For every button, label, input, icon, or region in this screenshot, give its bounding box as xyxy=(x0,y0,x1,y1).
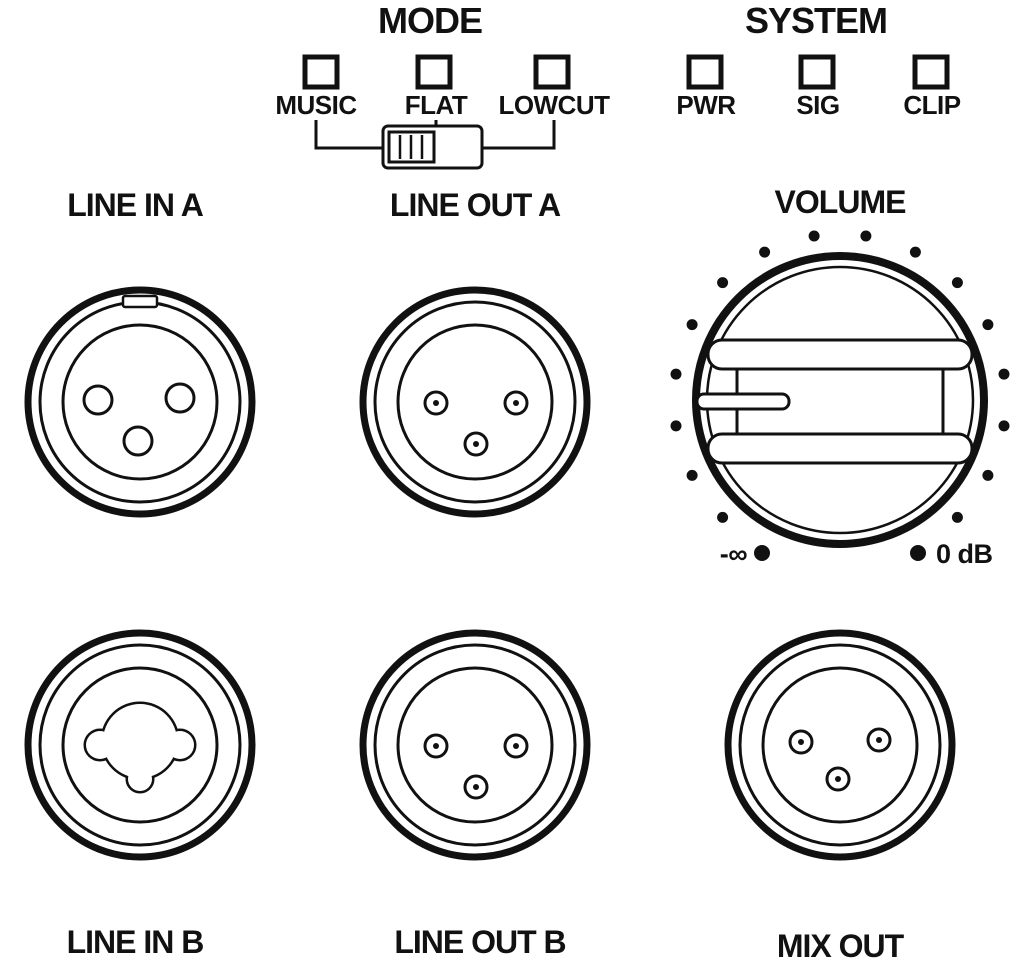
xlr-socket-hole-bottom xyxy=(122,425,154,457)
mix-out-connector xyxy=(724,629,956,861)
xlr-pin-left xyxy=(788,729,814,755)
xlr-mid-ring xyxy=(373,300,577,504)
mode-bracket-left-line xyxy=(314,120,383,150)
xlr-outer-ring xyxy=(724,629,956,861)
combo-opening xyxy=(83,701,197,794)
xlr-outer-ring xyxy=(359,286,591,518)
knob-pointer xyxy=(695,392,791,411)
line-in-b-title: LINE IN B xyxy=(67,924,204,960)
system-led-pwr-label: PWR xyxy=(676,90,736,120)
xlr-pin-right-tip xyxy=(513,743,519,749)
line-in-a-title: LINE IN A xyxy=(67,187,203,223)
mode-slider-switch[interactable] xyxy=(381,124,484,170)
mode-led-music-indicator xyxy=(302,54,340,90)
xlr-pin-bottom xyxy=(825,766,851,792)
xlr-pin-left xyxy=(423,733,449,759)
xlr-pin-right xyxy=(503,733,529,759)
mode-led-flat-label: FLAT xyxy=(405,90,468,120)
mode-led-flat-indicator xyxy=(415,54,453,90)
volume-knob[interactable] xyxy=(692,252,988,548)
mode-bracket-right-line xyxy=(482,120,556,150)
knob-grip-bar-bottom xyxy=(706,432,974,465)
volume-scale-dots xyxy=(670,230,1010,561)
xlr-keyway-notch xyxy=(121,294,159,309)
xlr-mid-ring xyxy=(738,643,942,847)
xlr-socket-hole-right xyxy=(164,382,196,414)
xlr-inner-ring xyxy=(61,666,219,824)
xlr-inner-ring xyxy=(761,666,919,824)
line-in-b-connector xyxy=(24,629,256,861)
mode-led-music-label: MUSIC xyxy=(275,90,357,120)
xlr-pin-right xyxy=(503,390,529,416)
xlr-pin-left xyxy=(423,390,449,416)
mix-out-title: MIX OUT xyxy=(777,928,905,964)
line-in-a-connector xyxy=(24,286,256,518)
xlr-pin-left-tip xyxy=(433,400,439,406)
system-led-sig-label: SIG xyxy=(796,90,839,120)
xlr-outer-ring xyxy=(24,286,256,518)
xlr-pin-right-tip xyxy=(876,737,882,743)
xlr-mid-ring xyxy=(373,643,577,847)
xlr-mid-ring xyxy=(38,300,242,504)
xlr-inner-ring xyxy=(396,323,554,481)
mode-led-lowcut-label: LOWCUT xyxy=(498,90,610,120)
xlr-outer-ring xyxy=(24,629,256,861)
system-led-sig-indicator xyxy=(798,54,836,90)
volume-max-dot xyxy=(910,545,926,561)
xlr-pin-bottom xyxy=(463,774,489,800)
xlr-inner-ring xyxy=(396,666,554,824)
xlr-pin-left-tip xyxy=(433,743,439,749)
system-section-title: SYSTEM xyxy=(745,0,887,41)
knob-grip-bar-top xyxy=(706,338,974,371)
xlr-pin-right-tip xyxy=(513,400,519,406)
xlr-pin-bottom-tip xyxy=(473,784,479,790)
xlr-inner-ring xyxy=(61,323,219,481)
xlr-pin-bottom xyxy=(463,431,489,457)
xlr-pin-right xyxy=(866,727,892,753)
system-led-clip-label: CLIP xyxy=(903,90,960,120)
mode-slider-handle-grip-lines xyxy=(398,135,424,159)
volume-max-label: 0 dB xyxy=(936,539,993,569)
line-out-a-title: LINE OUT A xyxy=(390,187,561,223)
line-out-a-connector xyxy=(359,286,591,518)
mode-led-lowcut-indicator xyxy=(533,54,571,90)
xlr-mid-ring xyxy=(38,643,242,847)
xlr-pin-bottom-tip xyxy=(835,776,841,782)
xlr-pin-bottom-tip xyxy=(473,441,479,447)
volume-min-dot xyxy=(754,545,770,561)
xlr-socket-hole-left xyxy=(82,384,114,416)
xlr-outer-ring xyxy=(359,629,591,861)
xlr-pin-left-tip xyxy=(798,739,804,745)
line-out-b-title: LINE OUT B xyxy=(394,924,565,960)
system-led-clip-indicator xyxy=(912,54,950,90)
volume-title: VOLUME xyxy=(775,184,907,220)
mode-section-title: MODE xyxy=(378,0,482,41)
volume-min-label: -∞ xyxy=(720,539,747,569)
line-out-b-connector xyxy=(359,629,591,861)
system-led-pwr-indicator xyxy=(686,54,724,90)
